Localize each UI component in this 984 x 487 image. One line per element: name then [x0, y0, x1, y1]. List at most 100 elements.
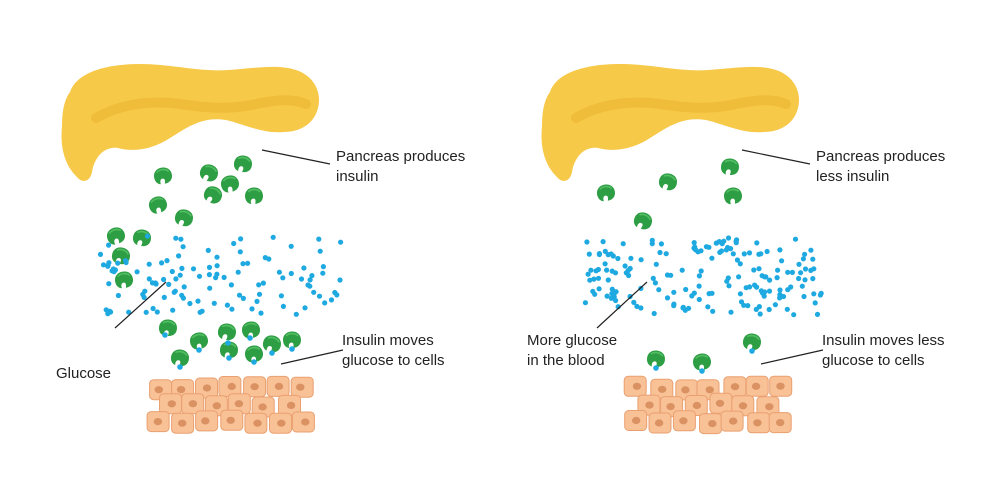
glucose-icon	[741, 302, 747, 308]
glucose-icon	[214, 254, 220, 260]
glucose-icon	[235, 269, 241, 275]
glucose-icon	[126, 309, 132, 315]
glucose-icon	[173, 235, 179, 241]
glucose-icon	[196, 347, 202, 353]
glucose-icon	[213, 275, 219, 281]
glucose-icon	[656, 287, 662, 293]
glucose-icon	[316, 236, 322, 242]
insulin-icon	[151, 165, 175, 187]
glucose-icon	[197, 309, 203, 315]
glucose-icon	[338, 239, 344, 245]
glucose-icon	[785, 269, 791, 275]
cell-icon	[269, 412, 292, 434]
glucose-icon	[111, 269, 117, 275]
glucose-icon	[663, 251, 669, 257]
glucose-icon	[638, 305, 644, 311]
cell-icon	[720, 410, 744, 432]
glucose-icon	[591, 276, 597, 282]
glucose-icon	[754, 240, 760, 246]
cell-icon	[181, 393, 205, 415]
glucose-icon	[288, 243, 294, 249]
insulin-icon	[281, 329, 303, 350]
glucose-icon	[584, 239, 590, 245]
insulin-icon	[645, 348, 667, 369]
glucose-icon	[671, 303, 677, 309]
glucose-icon	[166, 281, 172, 287]
glucose-icon	[705, 304, 711, 310]
glucose-icon	[736, 274, 742, 280]
pancreas-shade	[91, 95, 311, 123]
glucose-icon	[161, 276, 167, 283]
glucose-icon	[800, 256, 807, 262]
glucose-icon	[651, 310, 657, 317]
cell-icon	[291, 411, 315, 433]
glucose-group	[582, 235, 824, 374]
glucose-icon	[278, 293, 284, 299]
cell-icon	[278, 394, 301, 416]
glucose-icon	[713, 240, 719, 246]
label-pancreas-produces-insulin: Pancreas produces insulin	[336, 147, 465, 187]
glucose-icon	[698, 268, 704, 274]
cell-icon	[747, 412, 771, 434]
glucose-icon	[269, 350, 275, 356]
glucose-icon	[276, 269, 282, 275]
glucose-icon	[179, 292, 185, 298]
label-line: less insulin	[816, 168, 890, 185]
insulin-icon	[172, 206, 196, 229]
glucose-icon	[604, 293, 610, 299]
cell-icon	[768, 412, 792, 434]
glucose-icon	[796, 275, 802, 282]
glucose-icon	[602, 248, 608, 254]
glucose-icon	[605, 277, 611, 283]
glucose-icon	[162, 332, 168, 338]
glucose-icon	[604, 267, 610, 273]
cell-icon	[243, 376, 267, 398]
leader-line	[741, 149, 811, 165]
glucose-icon	[224, 302, 230, 308]
leader-line	[114, 281, 167, 329]
glucose-icon	[796, 261, 802, 267]
glucose-icon	[237, 249, 243, 255]
glucose-icon	[724, 278, 730, 284]
glucose-icon	[206, 264, 213, 270]
glucose-icon	[146, 261, 152, 267]
glucose-icon	[302, 305, 308, 311]
insulin-icon	[594, 182, 618, 204]
glucose-icon	[115, 292, 121, 299]
leader-lines	[114, 149, 344, 365]
glucose-icon	[733, 238, 739, 244]
cell-icon	[251, 396, 275, 418]
glucose-icon	[745, 303, 751, 309]
glucose-icon	[759, 273, 765, 279]
glucose-icon	[143, 309, 149, 315]
glucose-icon	[758, 288, 764, 294]
glucose-icon	[249, 306, 255, 312]
glucose-icon	[172, 288, 178, 294]
glucose-icon	[810, 276, 816, 282]
cell-icon	[220, 409, 244, 431]
glucose-icon	[799, 283, 805, 289]
pancreas-shape	[541, 64, 800, 181]
glucose-icon	[631, 299, 637, 305]
glucose-icon	[177, 364, 183, 370]
cell-icon	[745, 375, 769, 397]
insulin-icon	[200, 182, 226, 207]
cell-icon	[146, 411, 170, 433]
glucose-icon	[649, 241, 655, 247]
glucose-icon	[181, 284, 187, 290]
glucose-icon	[726, 283, 732, 289]
glucose-icon	[97, 251, 104, 257]
insulin-icon	[721, 185, 745, 207]
glucose-icon	[728, 246, 734, 252]
leader-line	[760, 349, 824, 365]
glucose-icon	[737, 291, 744, 297]
label-line: Pancreas produces	[816, 148, 946, 165]
glucose-icon	[691, 245, 697, 251]
glucose-icon	[789, 269, 796, 275]
glucose-icon	[176, 253, 182, 259]
glucose-icon	[808, 267, 814, 273]
label-line: Insulin moves less	[822, 332, 945, 349]
glucose-icon	[775, 267, 781, 273]
glucose-icon	[780, 293, 787, 300]
